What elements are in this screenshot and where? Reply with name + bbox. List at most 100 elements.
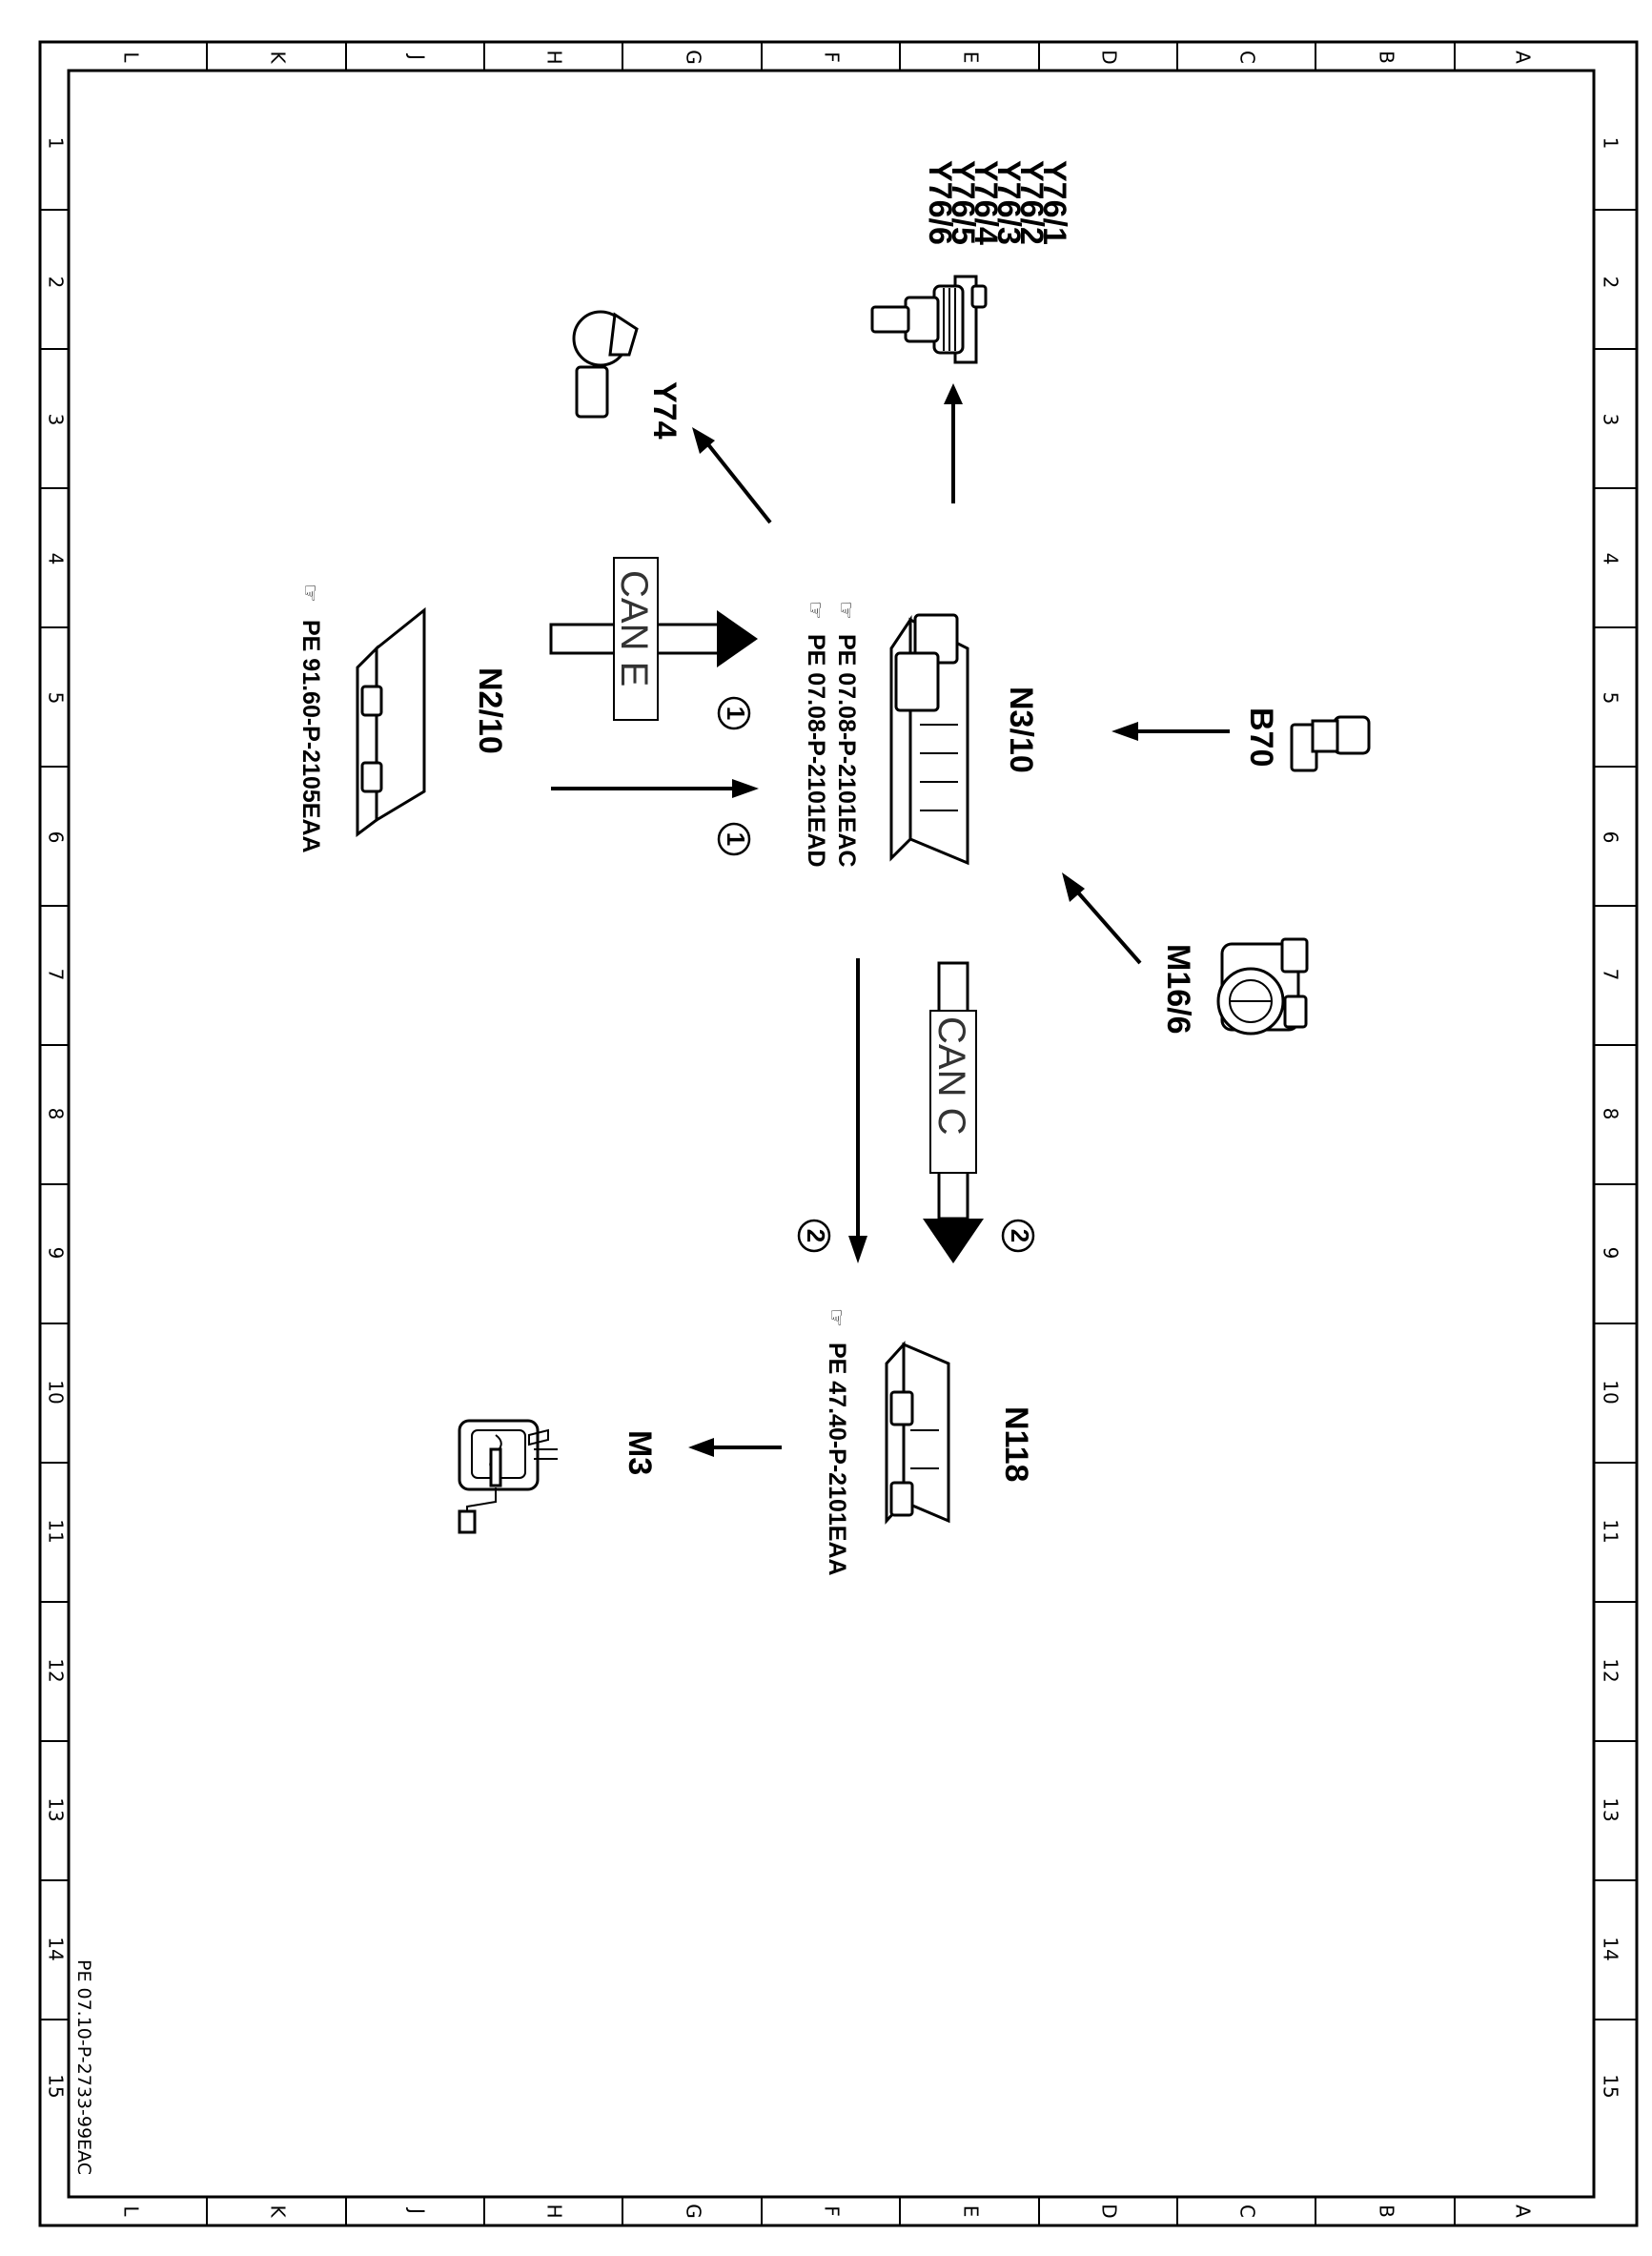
pointing-hand-icon: ☞ [824, 1308, 847, 1327]
pointing-hand-icon: ☞ [803, 601, 826, 620]
y76-1-label: Y76/1 [1036, 160, 1072, 245]
grid-number: 3 [1600, 414, 1622, 426]
grid-number: 6 [1600, 831, 1622, 844]
n3-10-label: N3/10 [1003, 687, 1039, 773]
grid-number: 14 [1600, 1937, 1622, 1960]
b70-label: B70 [1243, 708, 1279, 767]
can-c-label: CAN C [930, 1016, 972, 1135]
grid-letter: B [1376, 2205, 1398, 2218]
grid-number: 4 [1600, 553, 1622, 565]
marker-2-right-text: 2 [1006, 1229, 1034, 1242]
grid-number: 6 [45, 831, 68, 844]
grid-letter: E [960, 51, 983, 64]
grid-number: 3 [45, 414, 68, 426]
marker-2-right: 2 [1001, 1219, 1035, 1253]
grid-letter: J [406, 52, 429, 60]
y76-labels: Y76/1 Y76/2 Y76/3 Y76/4 Y76/5 Y76/6 [922, 160, 1072, 245]
grid-letter: H [543, 50, 566, 64]
grid-letter: H [543, 2204, 566, 2218]
pressure-regulator-icon [572, 310, 639, 419]
arrow-head-b70 [1112, 722, 1138, 741]
grid-letter: K [267, 51, 290, 64]
grid-letter: A [1512, 2205, 1535, 2218]
marker-1-bottom: 1 [717, 822, 751, 856]
y76-5-label: Y76/5 [945, 160, 981, 245]
grid-number: 12 [45, 1658, 68, 1682]
grid-letter: J [406, 2206, 429, 2214]
grid-number: 15 [1600, 2074, 1622, 2098]
grid-letter: D [1098, 2204, 1121, 2218]
grid-letter: C [1236, 2205, 1259, 2218]
grid-number: 13 [1600, 1797, 1622, 1821]
y76-6-label: Y76/6 [922, 160, 958, 245]
can-c-bus: CAN C [923, 961, 984, 1263]
arrow-head-n3-10-to-n118 [848, 1236, 867, 1263]
m16-6-label: M16/6 [1160, 944, 1196, 1035]
n3-10-refs: PE 07.08-P-2101EAC PE 07.08-P-2101EAD ☞ … [803, 601, 860, 868]
grid-number: 2 [1600, 277, 1622, 289]
throttle-actuator-icon [1216, 937, 1309, 1036]
arrow-head-n118-to-m3 [688, 1438, 714, 1457]
grid-letter: K [267, 2205, 290, 2218]
grid-number: 10 [45, 1380, 68, 1404]
grid-number: 1 [1600, 137, 1622, 150]
marker-2-left-text: 2 [802, 1229, 830, 1242]
grid-number: 4 [45, 553, 68, 565]
grid-letter: G [683, 50, 705, 65]
n118-ref: PE 47.40-P-2101EAA [824, 1343, 850, 1576]
y76-2-label: Y76/2 [1013, 160, 1050, 245]
y74-label: Y74 [646, 381, 683, 440]
pointing-hand-icon: ☞ [833, 601, 857, 620]
grid-letter: F [821, 2205, 844, 2217]
grid-number: 9 [45, 1247, 68, 1260]
grid-number: 10 [1600, 1380, 1622, 1404]
can-e-label: CAN E [613, 570, 655, 687]
n3-10-ref-1: PE 07.08-P-2101EAC [833, 634, 860, 868]
arrow-head-y76 [944, 383, 963, 404]
grid-number: 1 [45, 137, 68, 150]
grid-letter: C [1236, 51, 1259, 64]
marker-1-bottom-text: 1 [722, 832, 750, 846]
fuel-pump-icon [458, 1419, 558, 1534]
document-id: PE 07.10-P-2733-99EAC [73, 1959, 94, 2175]
grid-letter: B [1376, 51, 1398, 64]
grid-number: 7 [1600, 969, 1622, 981]
grid-letter: D [1098, 50, 1121, 64]
grid-number: 12 [1600, 1658, 1622, 1682]
grid-number: 2 [45, 277, 68, 289]
arrow-head-n2-10-to-n3-10 [732, 779, 759, 798]
grid-letter: L [120, 51, 143, 63]
fuel-injector-icon [870, 275, 988, 364]
y76-4-label: Y76/4 [968, 160, 1004, 245]
grid-letter-ticks [206, 42, 1456, 2225]
n3-10-ref-2: PE 07.08-P-2101EAD [803, 634, 829, 868]
m3-label: M3 [622, 1430, 658, 1475]
grid-number: 9 [1600, 1247, 1622, 1260]
grid-numbers-left: 1 2 3 4 5 6 7 8 9 10 11 12 13 14 15 [45, 137, 68, 2099]
marker-2-left: 2 [797, 1219, 831, 1253]
arrow-head-y74 [692, 427, 715, 454]
marker-1-top: 1 [717, 696, 751, 730]
grid-number: 5 [1600, 692, 1622, 705]
engine-control-unit-icon [889, 613, 969, 866]
n2-10-label: N2/10 [472, 667, 508, 754]
y76-3-label: Y76/3 [990, 160, 1027, 245]
grid-number-ticks [40, 209, 1637, 2020]
grid-number: 8 [1600, 1108, 1622, 1120]
arrow-head-m16-6 [1062, 872, 1085, 902]
crankshaft-sensor-icon [1290, 715, 1371, 772]
grid-letter: E [960, 2205, 983, 2218]
fuel-pump-control-unit-icon [885, 1341, 950, 1525]
grid-letter: L [120, 2205, 143, 2217]
arrow-to-y74 [705, 441, 772, 524]
arrow-from-m16-6 [1075, 890, 1142, 965]
grid-letter: G [683, 2204, 705, 2219]
can-e-bus: CAN E [549, 557, 758, 721]
sam-control-unit-icon [356, 606, 426, 837]
grid-number: 8 [45, 1108, 68, 1120]
grid-number: 13 [45, 1797, 68, 1821]
marker-1-top-text: 1 [722, 707, 750, 720]
grid-number: 11 [1600, 1519, 1622, 1543]
drawing-frame [38, 40, 1639, 2227]
